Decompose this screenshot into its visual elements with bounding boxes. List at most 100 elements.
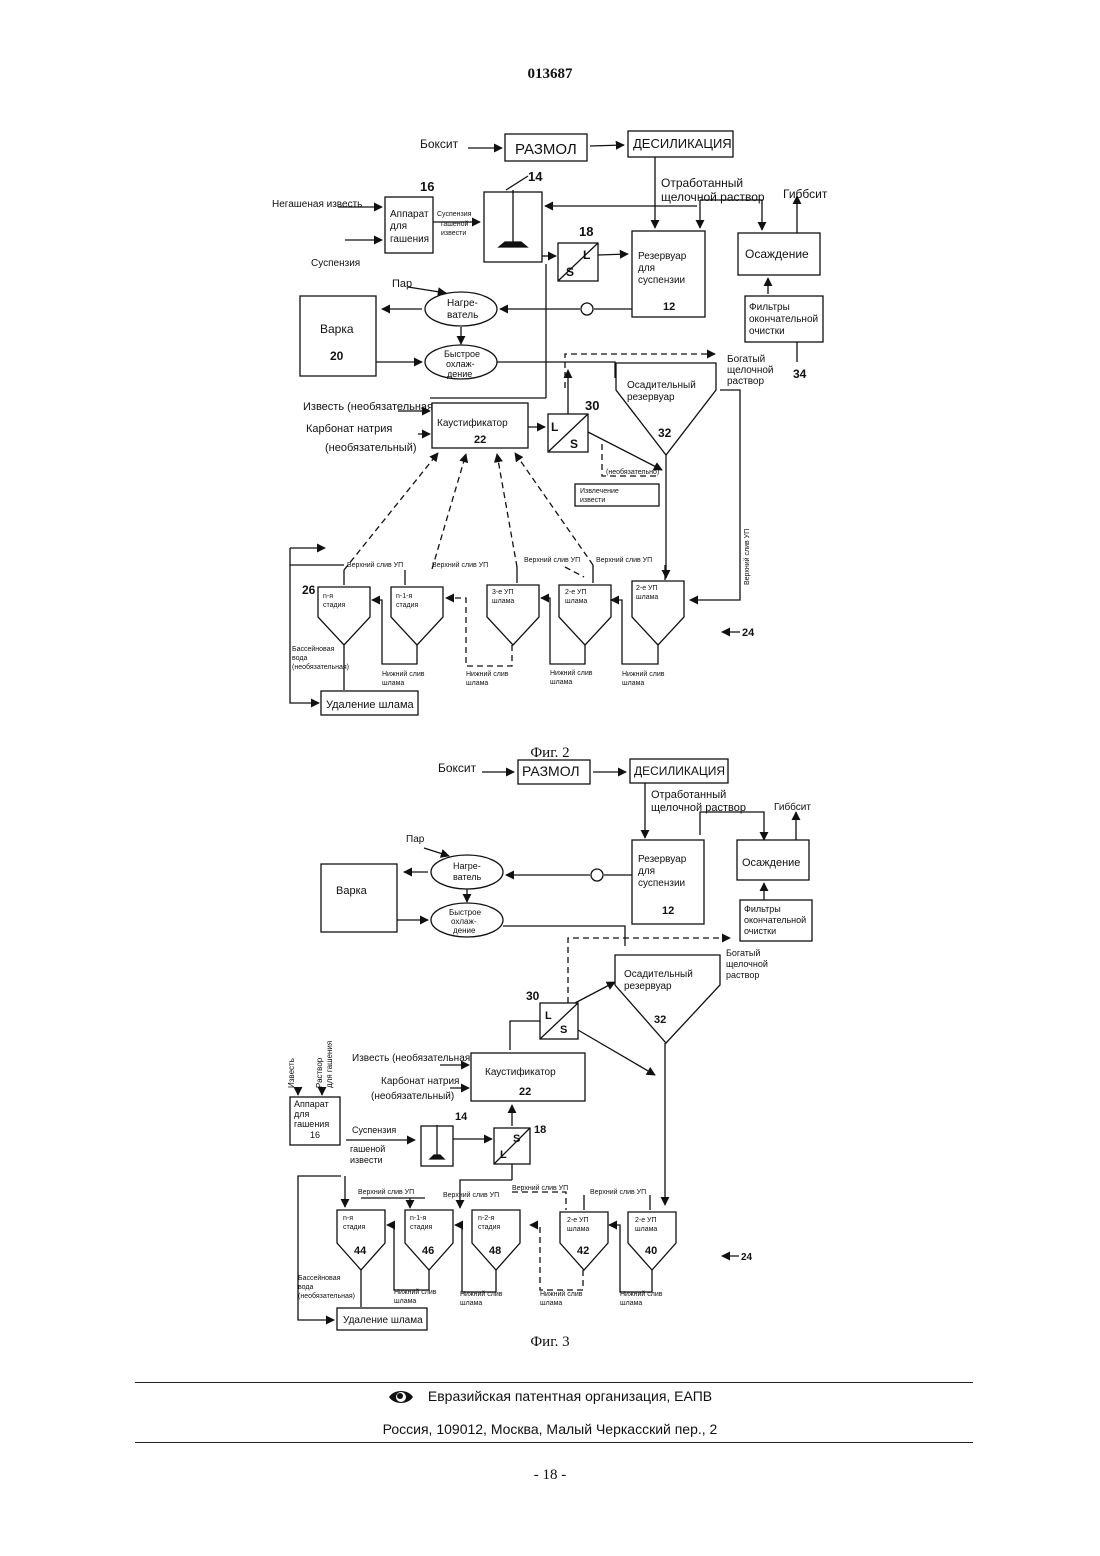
soda-opt: (необязательный)	[325, 442, 417, 454]
under4-1: Нижний слив	[622, 670, 665, 678]
f3-tank1-2: стадия	[343, 1224, 366, 1231]
under3-1: Нижний слив	[550, 669, 593, 677]
f3-under3-1: Нижний слив	[540, 1290, 583, 1298]
f3-spent-2: щелочной раствор	[651, 802, 746, 814]
f3-num-30: 30	[526, 989, 540, 1003]
rich-2: щелочной	[727, 365, 774, 376]
osazhdenie-label: Осаждение	[745, 247, 809, 261]
footer-organization: Евразийская патентная организация, ЕАПВ	[0, 1388, 1100, 1406]
tank2-1: n-1-я	[396, 593, 412, 600]
rez-line-2: для	[638, 263, 655, 274]
f3-under3-2: шлама	[540, 1300, 562, 1307]
quicklime-label: Негашеная известь	[272, 199, 362, 210]
f3-tank3-1: n-2-я	[478, 1215, 494, 1222]
num-30: 30	[585, 398, 599, 413]
f3-soda: Карбонат натрия	[381, 1075, 459, 1087]
num-14: 14	[528, 169, 543, 184]
f3-under2-1: Нижний слив	[460, 1290, 503, 1298]
overflow-vertical: Верхний слив УП	[743, 529, 751, 585]
footer-org-text: Евразийская патентная организация, ЕАПВ	[428, 1388, 712, 1404]
num-24: 24	[742, 627, 755, 639]
tank1-2: стадия	[323, 602, 346, 609]
f3-rez-1: Резервуар	[638, 854, 687, 865]
figure-3-diagram: Боксит РАЗМОЛ ДЕСИЛИКАЦИЯ Отработанный щ…	[0, 755, 1100, 1345]
f3-num-32: 32	[654, 1014, 666, 1026]
f3-gibbsite: Гиббсит	[774, 801, 811, 813]
f3-spent-1: Отработанный	[651, 789, 726, 801]
f3-tank4-2: шлама	[567, 1226, 589, 1233]
susp-gash-2: гашеной	[441, 220, 469, 228]
f3-app-3: гашения	[294, 1119, 329, 1129]
f3-num-12: 12	[662, 905, 674, 917]
num-26: 26	[302, 583, 316, 597]
varka-label: Варка	[320, 322, 354, 336]
figure-3-caption: Фиг. 3	[0, 1334, 1100, 1351]
grinding-label: РАЗМОЛ	[515, 141, 577, 158]
f3-slake-vert-2: для гашения	[325, 1041, 334, 1088]
spent-liquor-1: Отработанный	[661, 176, 743, 190]
f3-grinding: РАЗМОЛ	[522, 763, 580, 779]
sep30-L: L	[551, 420, 558, 434]
lime-opt: Известь (необязательная	[303, 401, 433, 413]
under1-2: шлама	[382, 680, 404, 687]
figure-2-svg: Боксит РАЗМОЛ ДЕСИЛИКАЦИЯ Отработанный щ…	[0, 120, 1100, 725]
overflow-2: Верхний слив УП	[432, 561, 488, 569]
f3-lime-opt: Известь (необязательная	[352, 1052, 470, 1064]
caust-label: Каустификатор	[437, 417, 508, 429]
f3-under1-2: шлама	[394, 1298, 416, 1305]
rich-1: Богатый	[727, 354, 765, 365]
f3-cool-1: Быстрое	[449, 908, 482, 917]
f3-pool-3: (необязательная)	[298, 1292, 355, 1300]
f3-rich-2: щелочной	[726, 959, 768, 969]
f3-tank5-2: шлама	[635, 1226, 657, 1233]
f3-over-2: Верхний слив УП	[443, 1191, 499, 1199]
f3-filtry-3: очистки	[744, 926, 776, 936]
settler-1: Осадительный	[627, 380, 696, 391]
f3-pool-1: Бассейновая	[298, 1274, 341, 1282]
f3-removal: Удаление шлама	[343, 1315, 423, 1326]
apparat-line-1: Аппарат	[390, 209, 429, 220]
f3-settler-1: Осадительный	[624, 969, 693, 980]
f3-slake-vert-1: Раствор	[315, 1057, 324, 1088]
gibbsite-label: Гиббсит	[783, 187, 828, 201]
num-22: 22	[474, 434, 486, 446]
num-18: 18	[579, 224, 593, 239]
f3-under4-2: шлама	[620, 1300, 642, 1307]
rez-line-3: суспензии	[638, 275, 685, 286]
f3-tank5-1: 2-е УП	[635, 1217, 657, 1224]
digester-box-f3	[321, 864, 397, 932]
f3-under1-1: Нижний слив	[394, 1288, 437, 1296]
f3-app-2: для	[294, 1109, 310, 1119]
overflow-4: Верхний слив УП	[596, 556, 652, 564]
lime-rec-1: Извлечение	[580, 488, 619, 495]
tank1-1: n-я	[323, 593, 333, 600]
sep30-S: S	[570, 437, 578, 451]
f3-sep30-L: L	[545, 1010, 552, 1022]
overflow-1: Верхний слив УП	[347, 561, 403, 569]
tank3-2: шлама	[492, 598, 514, 605]
footer-address: Россия, 109012, Москва, Малый Черкасский…	[0, 1421, 1100, 1437]
f3-rez-2: для	[638, 866, 655, 877]
removal-label: Удаление шлама	[326, 699, 415, 711]
desilication-label: ДЕСИЛИКАЦИЯ	[633, 136, 732, 151]
under3-2: шлама	[550, 679, 572, 686]
f3-osazhdenie: Осаждение	[742, 857, 800, 869]
f3-heater-2: ватель	[453, 872, 481, 882]
filtry-3: очистки	[749, 326, 785, 337]
overflow-3: Верхний слив УП	[524, 556, 580, 564]
susp-gash-3: извести	[441, 230, 466, 237]
f3-susp-2: гашеной	[350, 1144, 385, 1154]
f3-under2-2: шлама	[460, 1300, 482, 1307]
f3-filtry-1: Фильтры	[744, 904, 781, 914]
f3-caust: Каустификатор	[485, 1066, 556, 1078]
under2-1: Нижний слив	[466, 670, 509, 678]
footer-rule-bottom	[135, 1442, 973, 1443]
filtry-1: Фильтры	[749, 302, 790, 313]
num-12: 12	[663, 301, 675, 313]
heater-1: Нагре-	[447, 298, 478, 309]
sep18-L: L	[583, 248, 590, 262]
suspension-label: Суспензия	[311, 258, 360, 269]
figure-3-svg: Боксит РАЗМОЛ ДЕСИЛИКАЦИЯ Отработанный щ…	[0, 755, 1100, 1345]
pool-2: вода	[292, 655, 307, 662]
document-number: 013687	[0, 66, 1100, 83]
